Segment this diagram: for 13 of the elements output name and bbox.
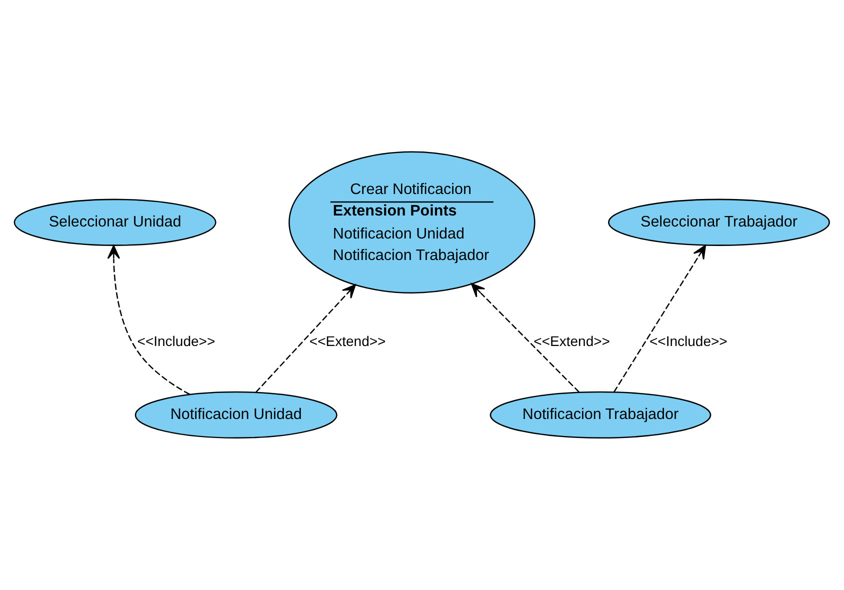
arrow <box>107 245 190 395</box>
node-ellipse: Notificacion Unidad <box>134 391 338 439</box>
arrow <box>470 283 580 393</box>
node-ellipse: Notificacion Trabajador <box>490 391 712 439</box>
edge-label: <<Extend>> <box>534 332 610 349</box>
node-ellipse: Seleccionar Trabajador <box>608 198 830 246</box>
edge-label: <<Extend>> <box>309 332 386 349</box>
arrow <box>255 284 356 393</box>
edge-label: <<Include>> <box>137 332 216 349</box>
node-ellipse: Seleccionar Unidad <box>14 198 216 246</box>
edge-label: <<Include>> <box>649 332 728 349</box>
arrow <box>613 244 706 392</box>
node-ellipse: Crear Notificacion Extension Points Notificacion Unidad Notificacion Trabajador <box>288 151 536 294</box>
